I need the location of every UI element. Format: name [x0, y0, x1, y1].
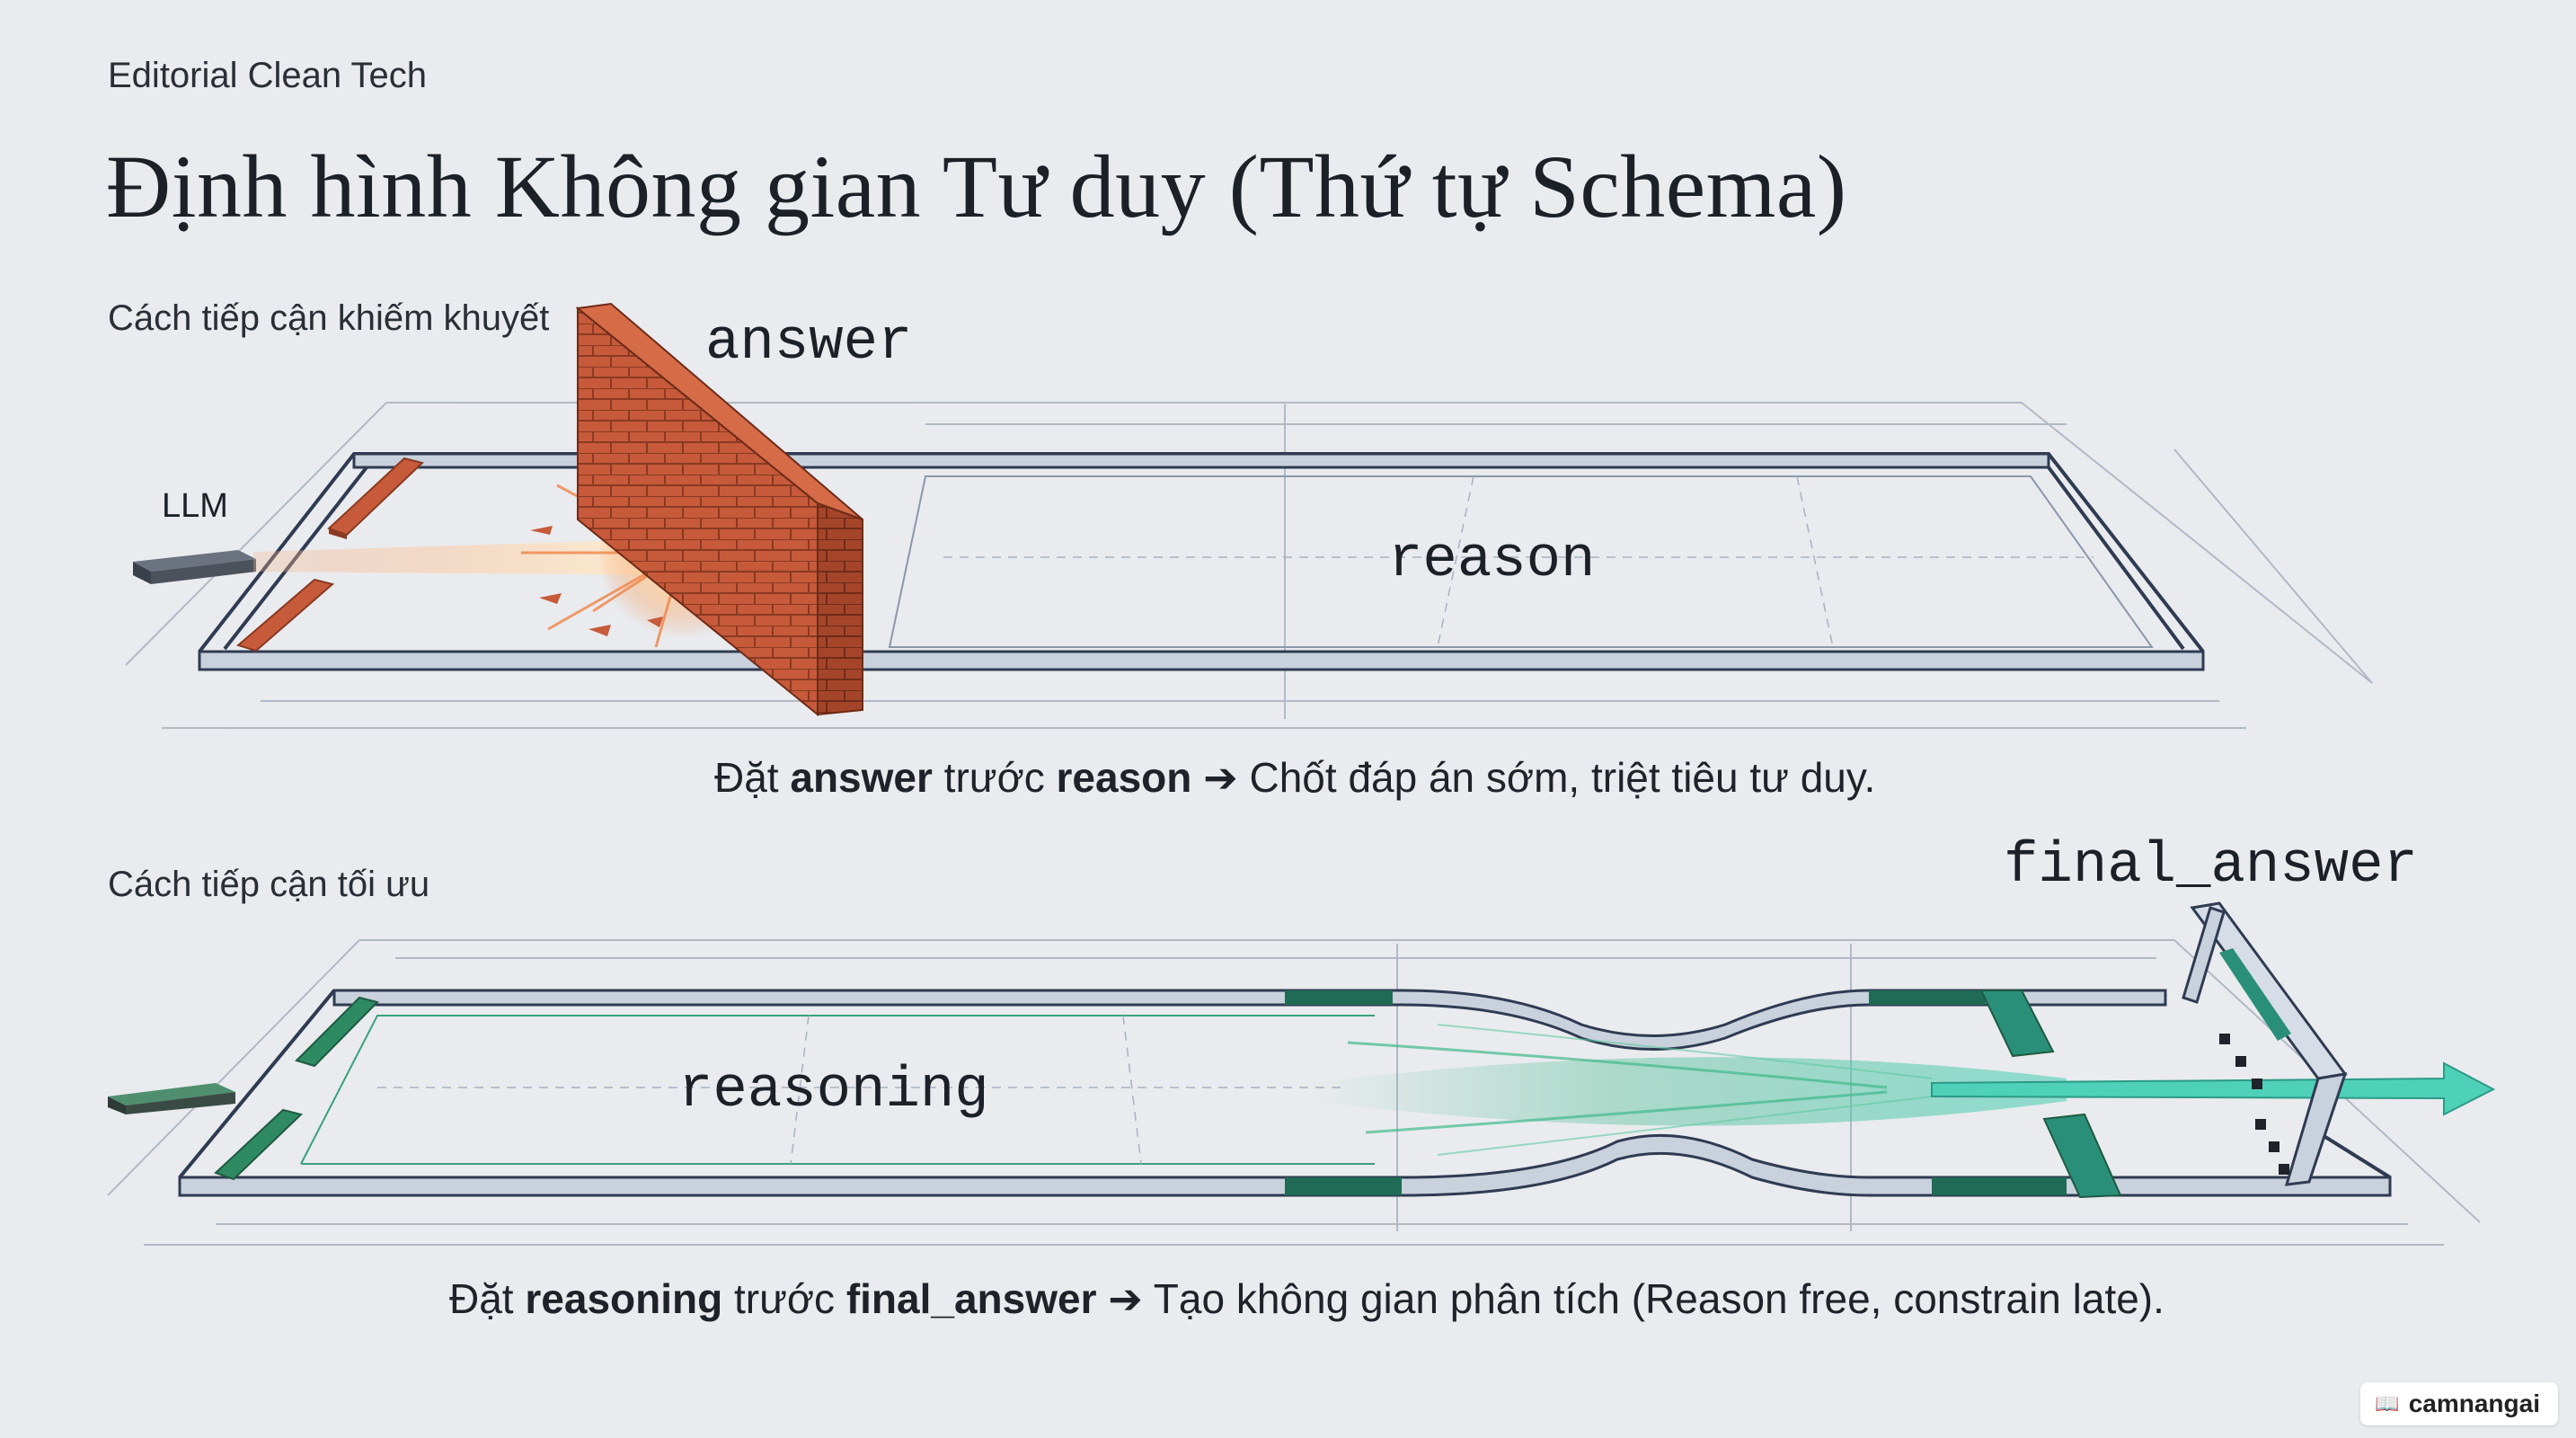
caption-field-final-answer: final_answer: [845, 1275, 1097, 1322]
caption-field-answer: answer: [790, 754, 933, 801]
answer-brick-wall: [575, 302, 863, 717]
llm-source-block: [133, 550, 256, 584]
optimal-caption: Đặt reasoning trước final_answer ➔ Tạo k…: [449, 1274, 2164, 1323]
flawed-caption: Đặt answer trước reason ➔ Chốt đáp án sớ…: [714, 753, 1875, 802]
llm-label: LLM: [162, 487, 228, 525]
optimal-source-block: [108, 1083, 235, 1114]
caption-prefix: Đặt: [714, 754, 791, 801]
caption-middle: trước: [722, 1275, 846, 1322]
optimal-diagram: final_answer reasoning: [107, 834, 2496, 1246]
flawed-guide-bricks: [235, 457, 425, 652]
reasoning-channel-label: reasoning: [678, 1059, 989, 1123]
optimal-guide-bricks: [214, 990, 2122, 1199]
optimal-dimension-lines: [107, 939, 2481, 1246]
optimal-section-label: Cách tiếp cận tối ưu: [108, 865, 430, 904]
answer-wall-label: answer: [705, 311, 912, 376]
watermark-text: camnangai: [2408, 1389, 2540, 1417]
watermark-badge[interactable]: 📖 camnangai: [2360, 1382, 2558, 1425]
book-icon: 📖: [2375, 1392, 2400, 1415]
flawed-section-label: Cách tiếp cận khiếm khuyết: [108, 298, 550, 338]
caption-middle: trước: [932, 754, 1057, 801]
caption-result: Chốt đáp án sớm, triệt tiêu tư duy.: [1249, 754, 1876, 801]
page-title: Định hình Không gian Tư duy (Thứ tự Sche…: [106, 137, 1847, 236]
final-answer-label: final_answer: [2004, 834, 2418, 899]
caption-prefix: Đặt: [449, 1275, 526, 1322]
flawed-dimension-lines: [125, 402, 2373, 729]
flawed-diagram: LLM: [125, 302, 2373, 729]
caption-arrow: ➔: [1096, 1275, 1154, 1322]
output-arrow: [1931, 1061, 2496, 1116]
optimal-channel: [178, 989, 2392, 1197]
reasoning-stream: [1312, 1024, 2496, 1156]
laser-beam: [253, 539, 683, 575]
caption-field-reason: reason: [1056, 754, 1192, 801]
reason-channel-label: reason: [1388, 528, 1595, 593]
brand-label: Editorial Clean Tech: [108, 56, 428, 95]
final-answer-gate: [2182, 901, 2348, 1186]
caption-field-reasoning: reasoning: [525, 1275, 723, 1322]
caption-result: Tạo không gian phân tích (Reason free, c…: [1153, 1275, 2164, 1322]
caption-arrow: ➔: [1191, 754, 1250, 801]
